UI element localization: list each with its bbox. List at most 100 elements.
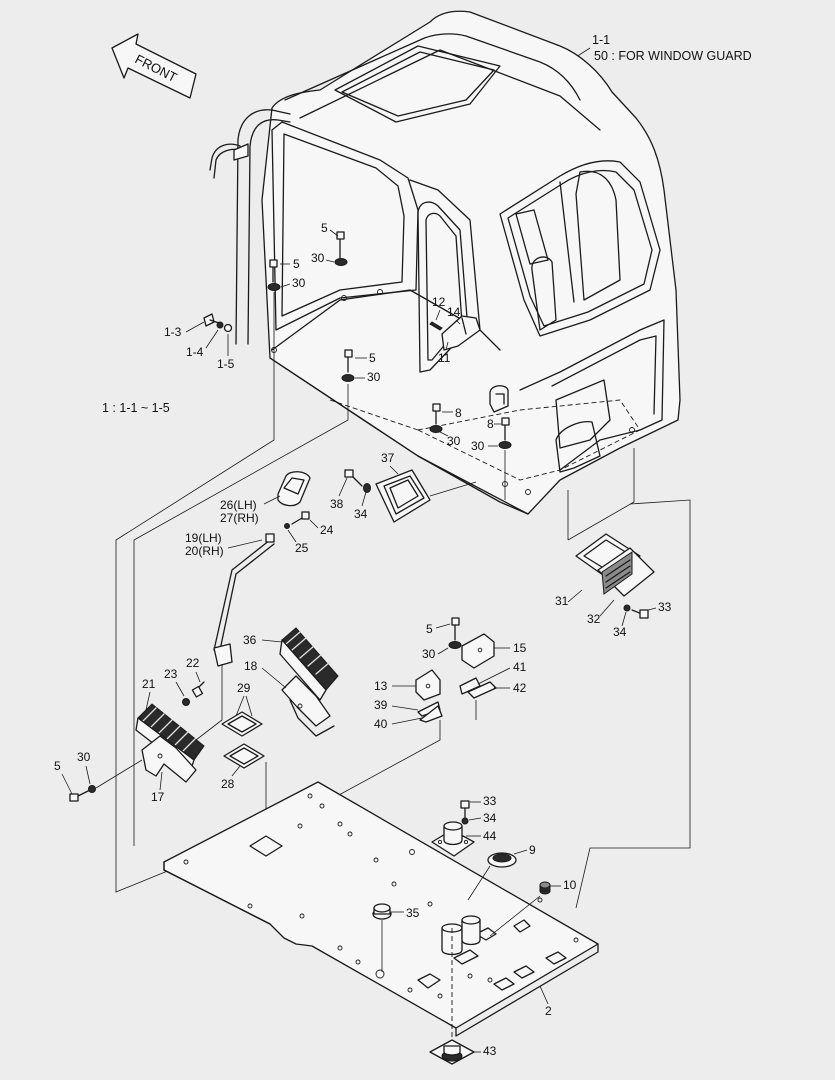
label-40: 40 bbox=[374, 717, 388, 731]
label-38: 38 bbox=[330, 497, 344, 511]
label-5-a: 5 bbox=[321, 221, 328, 235]
washer-30-g bbox=[88, 785, 96, 793]
label-30-c: 30 bbox=[367, 370, 381, 384]
label-31: 31 bbox=[555, 594, 569, 608]
label-43: 43 bbox=[483, 1044, 497, 1058]
label-1-5: 1-5 bbox=[217, 357, 235, 371]
label-25: 25 bbox=[295, 541, 309, 555]
screw-12 bbox=[429, 321, 443, 331]
label-33-a: 33 bbox=[658, 600, 672, 614]
label-27: 27(RH) bbox=[220, 511, 259, 525]
bracket-18 bbox=[281, 675, 335, 737]
bolt-5-d bbox=[451, 617, 460, 641]
label-10: 10 bbox=[563, 878, 577, 892]
bolt-5-b bbox=[269, 259, 278, 283]
label-14: 14 bbox=[447, 305, 461, 319]
label-26: 26(LH) bbox=[220, 498, 257, 512]
label-21: 21 bbox=[142, 677, 156, 691]
bracket-15 bbox=[461, 633, 495, 669]
label-22: 22 bbox=[186, 656, 200, 670]
bolt-38 bbox=[344, 469, 363, 487]
label-37: 37 bbox=[381, 451, 395, 465]
pedal-36 bbox=[279, 627, 339, 701]
pedal-knob-26 bbox=[277, 471, 311, 507]
washer-30-d bbox=[429, 425, 443, 433]
label-5-b: 5 bbox=[293, 257, 300, 271]
label-41: 41 bbox=[513, 660, 527, 674]
label-24: 24 bbox=[320, 523, 334, 537]
door-catch-11 bbox=[441, 315, 481, 351]
rod-19 bbox=[195, 533, 275, 741]
grommet-9 bbox=[487, 852, 517, 868]
washer-34-a bbox=[363, 483, 371, 493]
label-15: 15 bbox=[513, 641, 527, 655]
plate-40 bbox=[419, 705, 443, 723]
washer-30-e bbox=[498, 441, 512, 449]
bolt-8-a bbox=[432, 403, 441, 425]
grommet-37 bbox=[375, 469, 431, 523]
label-34-c: 34 bbox=[483, 811, 497, 825]
label-20: 20(RH) bbox=[185, 544, 224, 558]
label-29: 29 bbox=[237, 681, 251, 695]
label-11: 11 bbox=[438, 351, 451, 365]
callout-labels: 1-3 1-4 1-5 5 30 5 30 5 30 12 14 11 8 30… bbox=[54, 221, 672, 1058]
label-33-b: 33 bbox=[483, 794, 497, 808]
label-8-a: 8 bbox=[455, 406, 462, 420]
bolt-24 bbox=[291, 511, 310, 525]
label-30-g: 30 bbox=[77, 750, 91, 764]
plate-29 bbox=[221, 711, 263, 737]
label-8-b: 8 bbox=[487, 417, 494, 431]
label-28: 28 bbox=[221, 777, 235, 791]
label-13: 13 bbox=[374, 679, 388, 693]
label-34-a: 34 bbox=[354, 507, 368, 521]
mount-44 bbox=[431, 821, 475, 857]
mount-43 bbox=[429, 1039, 475, 1065]
grommet-35 bbox=[372, 903, 392, 920]
front-arrow: FRONT bbox=[111, 33, 197, 99]
washer-30-b bbox=[267, 283, 281, 291]
label-1-3: 1-3 bbox=[164, 325, 182, 339]
label-23: 23 bbox=[164, 667, 178, 681]
washer-1-4 bbox=[216, 321, 224, 329]
bolt-5-c bbox=[344, 349, 353, 373]
label-30-e: 30 bbox=[471, 439, 485, 453]
bolt-22 bbox=[191, 681, 205, 698]
bolt-33-a bbox=[631, 609, 649, 619]
label-9: 9 bbox=[529, 843, 536, 857]
washer-30-a bbox=[334, 258, 348, 266]
label-30-d: 30 bbox=[447, 434, 461, 448]
washer-30-c bbox=[341, 374, 355, 382]
washer-34-c bbox=[461, 817, 469, 825]
label-32: 32 bbox=[587, 612, 601, 626]
note-window-guard: 50 : FOR WINDOW GUARD bbox=[594, 49, 752, 63]
plug-10 bbox=[539, 881, 551, 895]
label-35: 35 bbox=[406, 906, 420, 920]
nut-23 bbox=[182, 698, 190, 706]
label-1-4: 1-4 bbox=[186, 345, 204, 359]
note-group: 1 : 1-1 ~ 1-5 bbox=[102, 401, 170, 415]
washer-25 bbox=[284, 523, 290, 529]
label-19: 19(LH) bbox=[185, 531, 222, 545]
label-39: 39 bbox=[374, 698, 388, 712]
label-42: 42 bbox=[513, 681, 527, 695]
nut-1-5 bbox=[223, 323, 233, 333]
label-5-d: 5 bbox=[426, 622, 433, 636]
washer-30-f bbox=[448, 641, 462, 649]
label-30-b: 30 bbox=[292, 276, 306, 290]
bolt-5-e bbox=[69, 789, 91, 802]
plate-28 bbox=[223, 743, 265, 769]
label-5-c: 5 bbox=[369, 351, 376, 365]
label-44: 44 bbox=[483, 829, 497, 843]
label-18: 18 bbox=[244, 659, 258, 673]
vent-assembly-31 bbox=[575, 533, 655, 597]
label-2: 2 bbox=[545, 1004, 552, 1018]
label-36: 36 bbox=[243, 633, 257, 647]
label-17: 17 bbox=[151, 790, 165, 804]
bracket-13 bbox=[415, 669, 441, 701]
note-cab-ref: 1-1 bbox=[592, 33, 610, 47]
cab-assembly bbox=[261, 10, 681, 515]
bolt-33-b bbox=[460, 800, 470, 819]
label-12: 12 bbox=[432, 295, 446, 309]
label-30-f: 30 bbox=[422, 647, 436, 661]
